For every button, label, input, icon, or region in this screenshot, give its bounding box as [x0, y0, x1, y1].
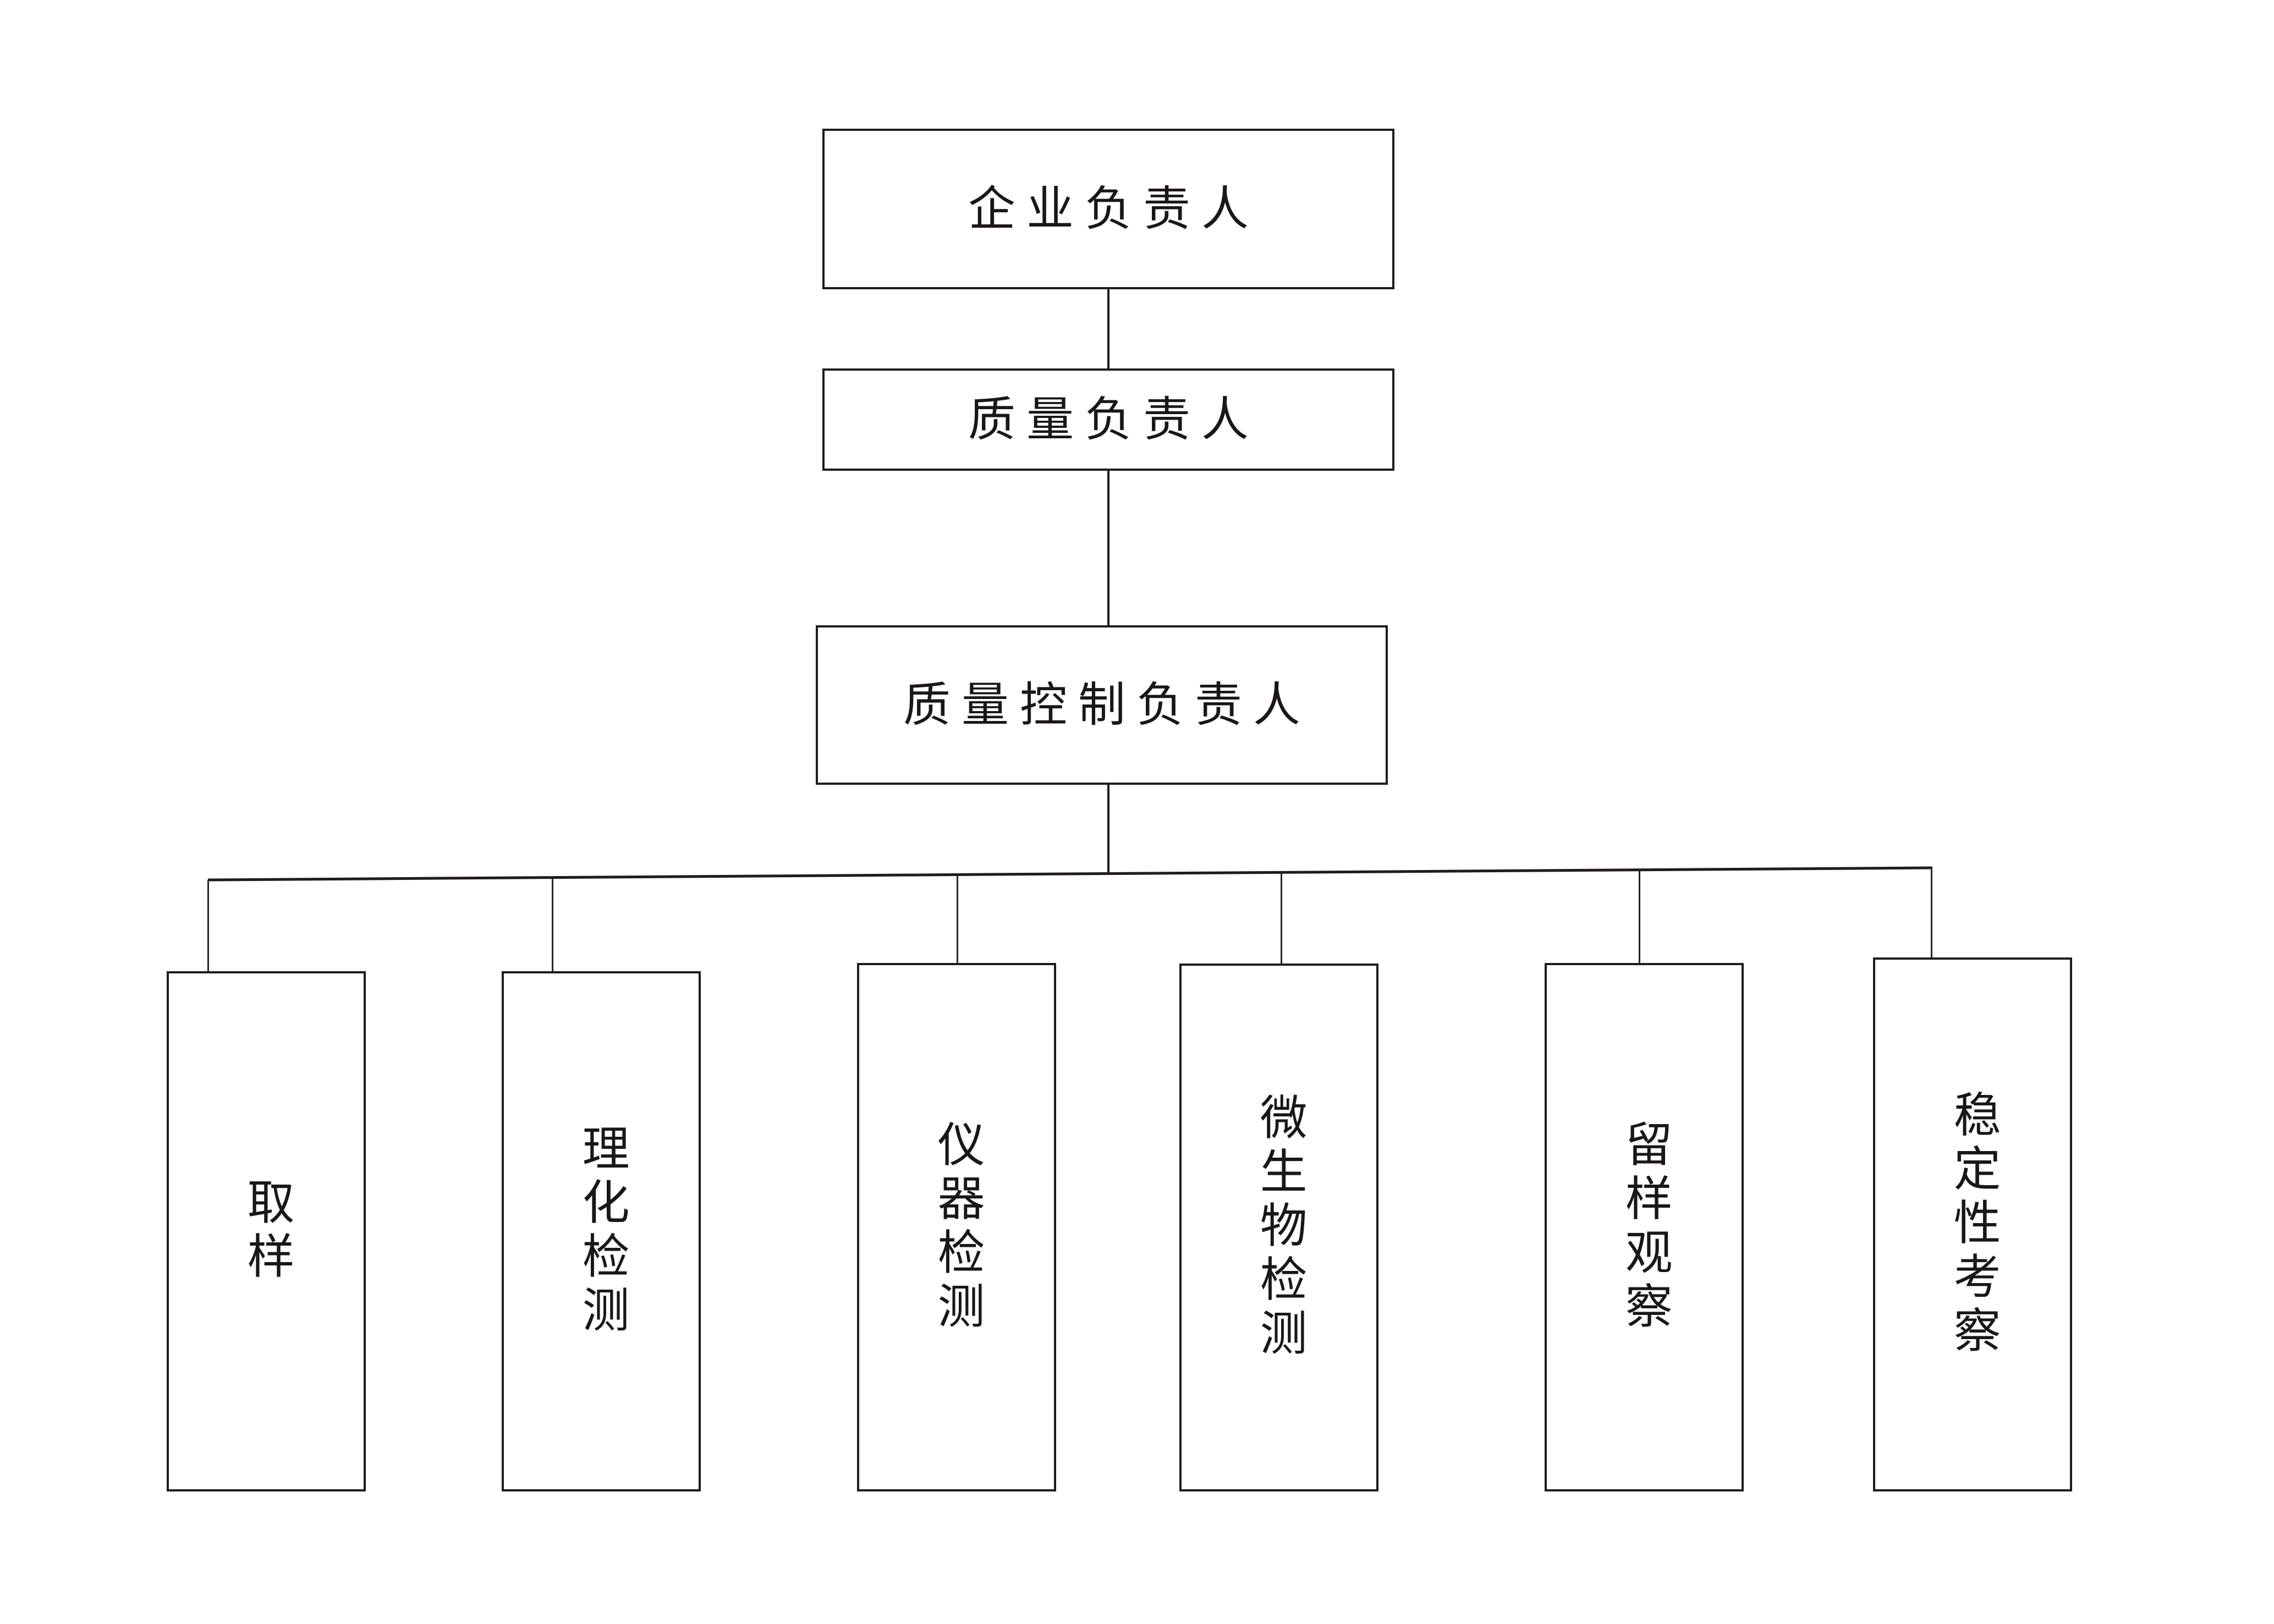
connector-enterprise-to-quality	[1107, 289, 1109, 370]
branch-drop-microbiological-testing	[1281, 873, 1282, 964]
node-microbiological-testing[interactable]: 微生物检测	[1179, 964, 1378, 1491]
node-instrument-testing[interactable]: 仪器检测	[857, 963, 1056, 1491]
node-label-quality-manager: 质量负责人	[968, 392, 1260, 447]
node-label-retained-sample-observation: 留样观察	[1617, 1119, 1672, 1335]
branch-drop-stability-study	[1931, 868, 1932, 957]
branch-drop-physicochemical-testing	[552, 878, 553, 971]
node-sampling[interactable]: 取样	[167, 971, 366, 1491]
connector-quality-to-quality-control	[1107, 471, 1109, 626]
node-retained-sample-observation[interactable]: 留样观察	[1545, 963, 1744, 1491]
node-label-stability-study: 稳定性考察	[1945, 1089, 2001, 1359]
node-quality-control-manager[interactable]: 质量控制负责人	[816, 625, 1388, 785]
node-label-instrument-testing: 仪器检测	[929, 1119, 985, 1335]
node-label-quality-control-manager: 质量控制负责人	[903, 677, 1311, 733]
node-stability-study[interactable]: 稳定性考察	[1873, 957, 2072, 1491]
node-label-sampling: 取样	[239, 1177, 294, 1285]
node-label-microbiological-testing: 微生物检测	[1251, 1093, 1307, 1362]
node-enterprise-manager[interactable]: 企业负责人	[822, 129, 1394, 289]
branch-drop-retained-sample-observation	[1639, 871, 1640, 963]
node-label-physicochemical-testing: 理化检测	[574, 1124, 629, 1339]
branch-drop-instrument-testing	[957, 875, 958, 963]
node-label-enterprise-manager: 企业负责人	[968, 181, 1260, 236]
node-physicochemical-testing[interactable]: 理化检测	[502, 971, 701, 1491]
node-quality-manager[interactable]: 质量负责人	[822, 368, 1394, 471]
distribution-bus-line	[207, 866, 1933, 882]
connector-quality-control-drop	[1107, 785, 1109, 874]
branch-drop-sampling	[207, 880, 209, 971]
